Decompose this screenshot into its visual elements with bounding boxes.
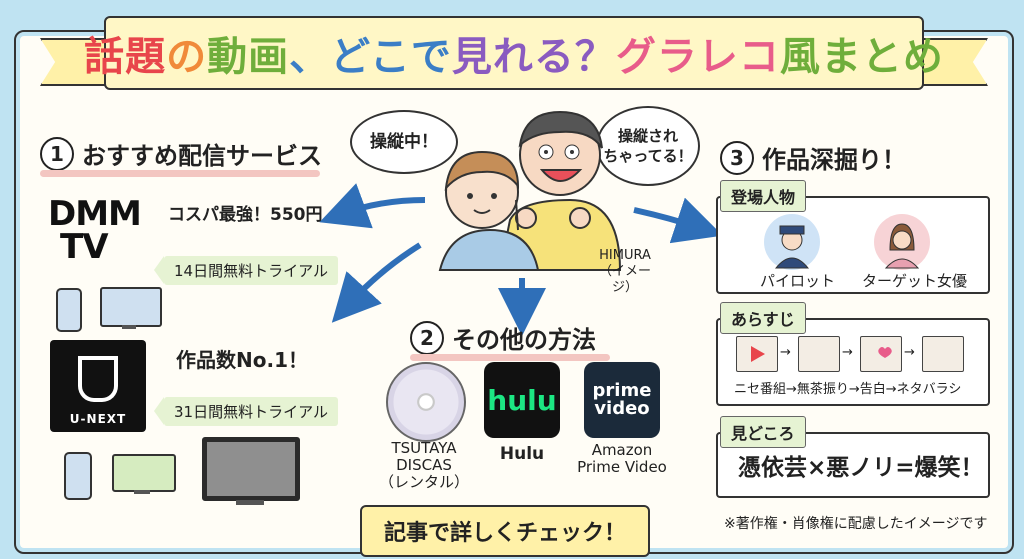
reveal-frame-icon: [922, 336, 964, 372]
dmm-trial-tag: 14日間無料トライアル: [154, 256, 338, 285]
actress-icon: [874, 214, 930, 270]
unext-logo[interactable]: U-NEXT: [50, 340, 146, 432]
dmm-logo-line1: DMM: [48, 194, 142, 234]
pilot-icon: [764, 214, 820, 270]
unext-trial-tag: 31日間無料トライアル: [154, 397, 338, 426]
characters-tag: 登場人物: [720, 180, 807, 212]
unext-highlight-text: 作品数No.1！: [176, 348, 308, 372]
dvd-disc-icon[interactable]: [386, 362, 466, 442]
characters-illustration: [438, 110, 622, 271]
section2-title: その他の方法: [452, 326, 596, 354]
smartphone-icon: [64, 452, 92, 500]
actress-avatar-icon: [884, 223, 920, 269]
pilot-avatar-icon: [774, 225, 810, 269]
flow-arrow-icon: →: [780, 345, 791, 360]
prime-video-app-icon[interactable]: prime video: [584, 362, 660, 438]
unext-u-icon: [78, 356, 118, 402]
section1-underline: [40, 170, 320, 177]
dmm-tv-logo[interactable]: DMM TV: [48, 194, 148, 267]
speech-bubble-left: 操縦中！: [350, 110, 458, 174]
title-part: 見れる？: [451, 34, 616, 80]
characters-box: [716, 196, 990, 294]
monitor-stand-icon: [134, 490, 150, 494]
section1-heading: 1 おすすめ配信サービス: [40, 136, 322, 171]
storyboard-frame-icon: [798, 336, 840, 372]
section2-number: 2: [410, 320, 444, 355]
read-article-button[interactable]: 記事で詳しくチェック！: [360, 505, 650, 557]
hulu-app-icon[interactable]: hulu: [484, 362, 560, 438]
actress-label: ターゲット女優: [862, 272, 968, 290]
title-part: 、: [289, 34, 331, 80]
title-part: どこで: [330, 34, 452, 80]
young-man-figure: [438, 150, 540, 271]
hulu-label: Hulu: [499, 444, 545, 464]
title-part: 動画: [207, 34, 290, 80]
arrow-to-section3: [633, 197, 723, 244]
heart-frame-icon: [860, 336, 902, 372]
section2-heading: 2 その他の方法: [410, 320, 596, 355]
monitor-stand-icon: [122, 325, 136, 329]
synopsis-tag: あらすじ: [720, 302, 806, 334]
arrow-to-dmm: [319, 183, 426, 229]
title-part: 風まとめ: [779, 34, 944, 80]
flow-arrow-icon: →: [904, 345, 915, 360]
title-banner: 話題の動画、どこで見れる？グラレコ風まとめ: [84, 16, 943, 90]
title-part: の: [166, 34, 208, 80]
flow-arrow-icon: →: [842, 345, 853, 360]
dmm-logo-line2: TV: [60, 227, 109, 267]
pilot-label: パイロット: [760, 272, 836, 290]
section3-number: 3: [720, 140, 754, 175]
title-part: グラレコ: [615, 34, 780, 80]
speech-bubble-right: 操縦され ちゃってる！: [596, 106, 700, 186]
synopsis-flow-text: ニセ番組→無茶振り→告白→ネタバラシ: [734, 382, 962, 397]
play-button-frame-icon: [736, 336, 778, 372]
monitor-icon: [100, 287, 162, 327]
highlights-tag: 見どころ: [720, 416, 806, 448]
smartphone-icon: [56, 288, 82, 332]
section1-number: 1: [40, 136, 74, 171]
tv-stand-icon: [236, 500, 264, 505]
disclaimer: ※著作権・肖像権に配慮したイメージです: [724, 516, 988, 532]
section3-title: 作品深掘り！: [762, 146, 906, 174]
title-part: 話題: [84, 34, 167, 80]
highlights-text: 憑依芸×悪ノリ=爆笑！: [738, 455, 984, 481]
arrow-to-unext: [331, 242, 422, 323]
tsutaya-label: TSUTAYA DISCAS （レンタル）: [378, 439, 469, 491]
tv-icon: [202, 437, 300, 501]
dmm-highlight-text: コスパ最強！550円: [168, 205, 323, 225]
prime-video-label: Amazon Prime Video: [577, 441, 667, 476]
unext-logo-text: U-NEXT: [69, 412, 127, 426]
section1-title: おすすめ配信サービス: [82, 142, 322, 170]
section3-heading: 3 作品深掘り！: [720, 140, 906, 175]
himura-label: HIMURA （イメージ）: [598, 248, 651, 295]
page-title: 話題の動画、どこで見れる？グラレコ風まとめ: [84, 24, 944, 82]
section2-underline: [410, 354, 610, 361]
